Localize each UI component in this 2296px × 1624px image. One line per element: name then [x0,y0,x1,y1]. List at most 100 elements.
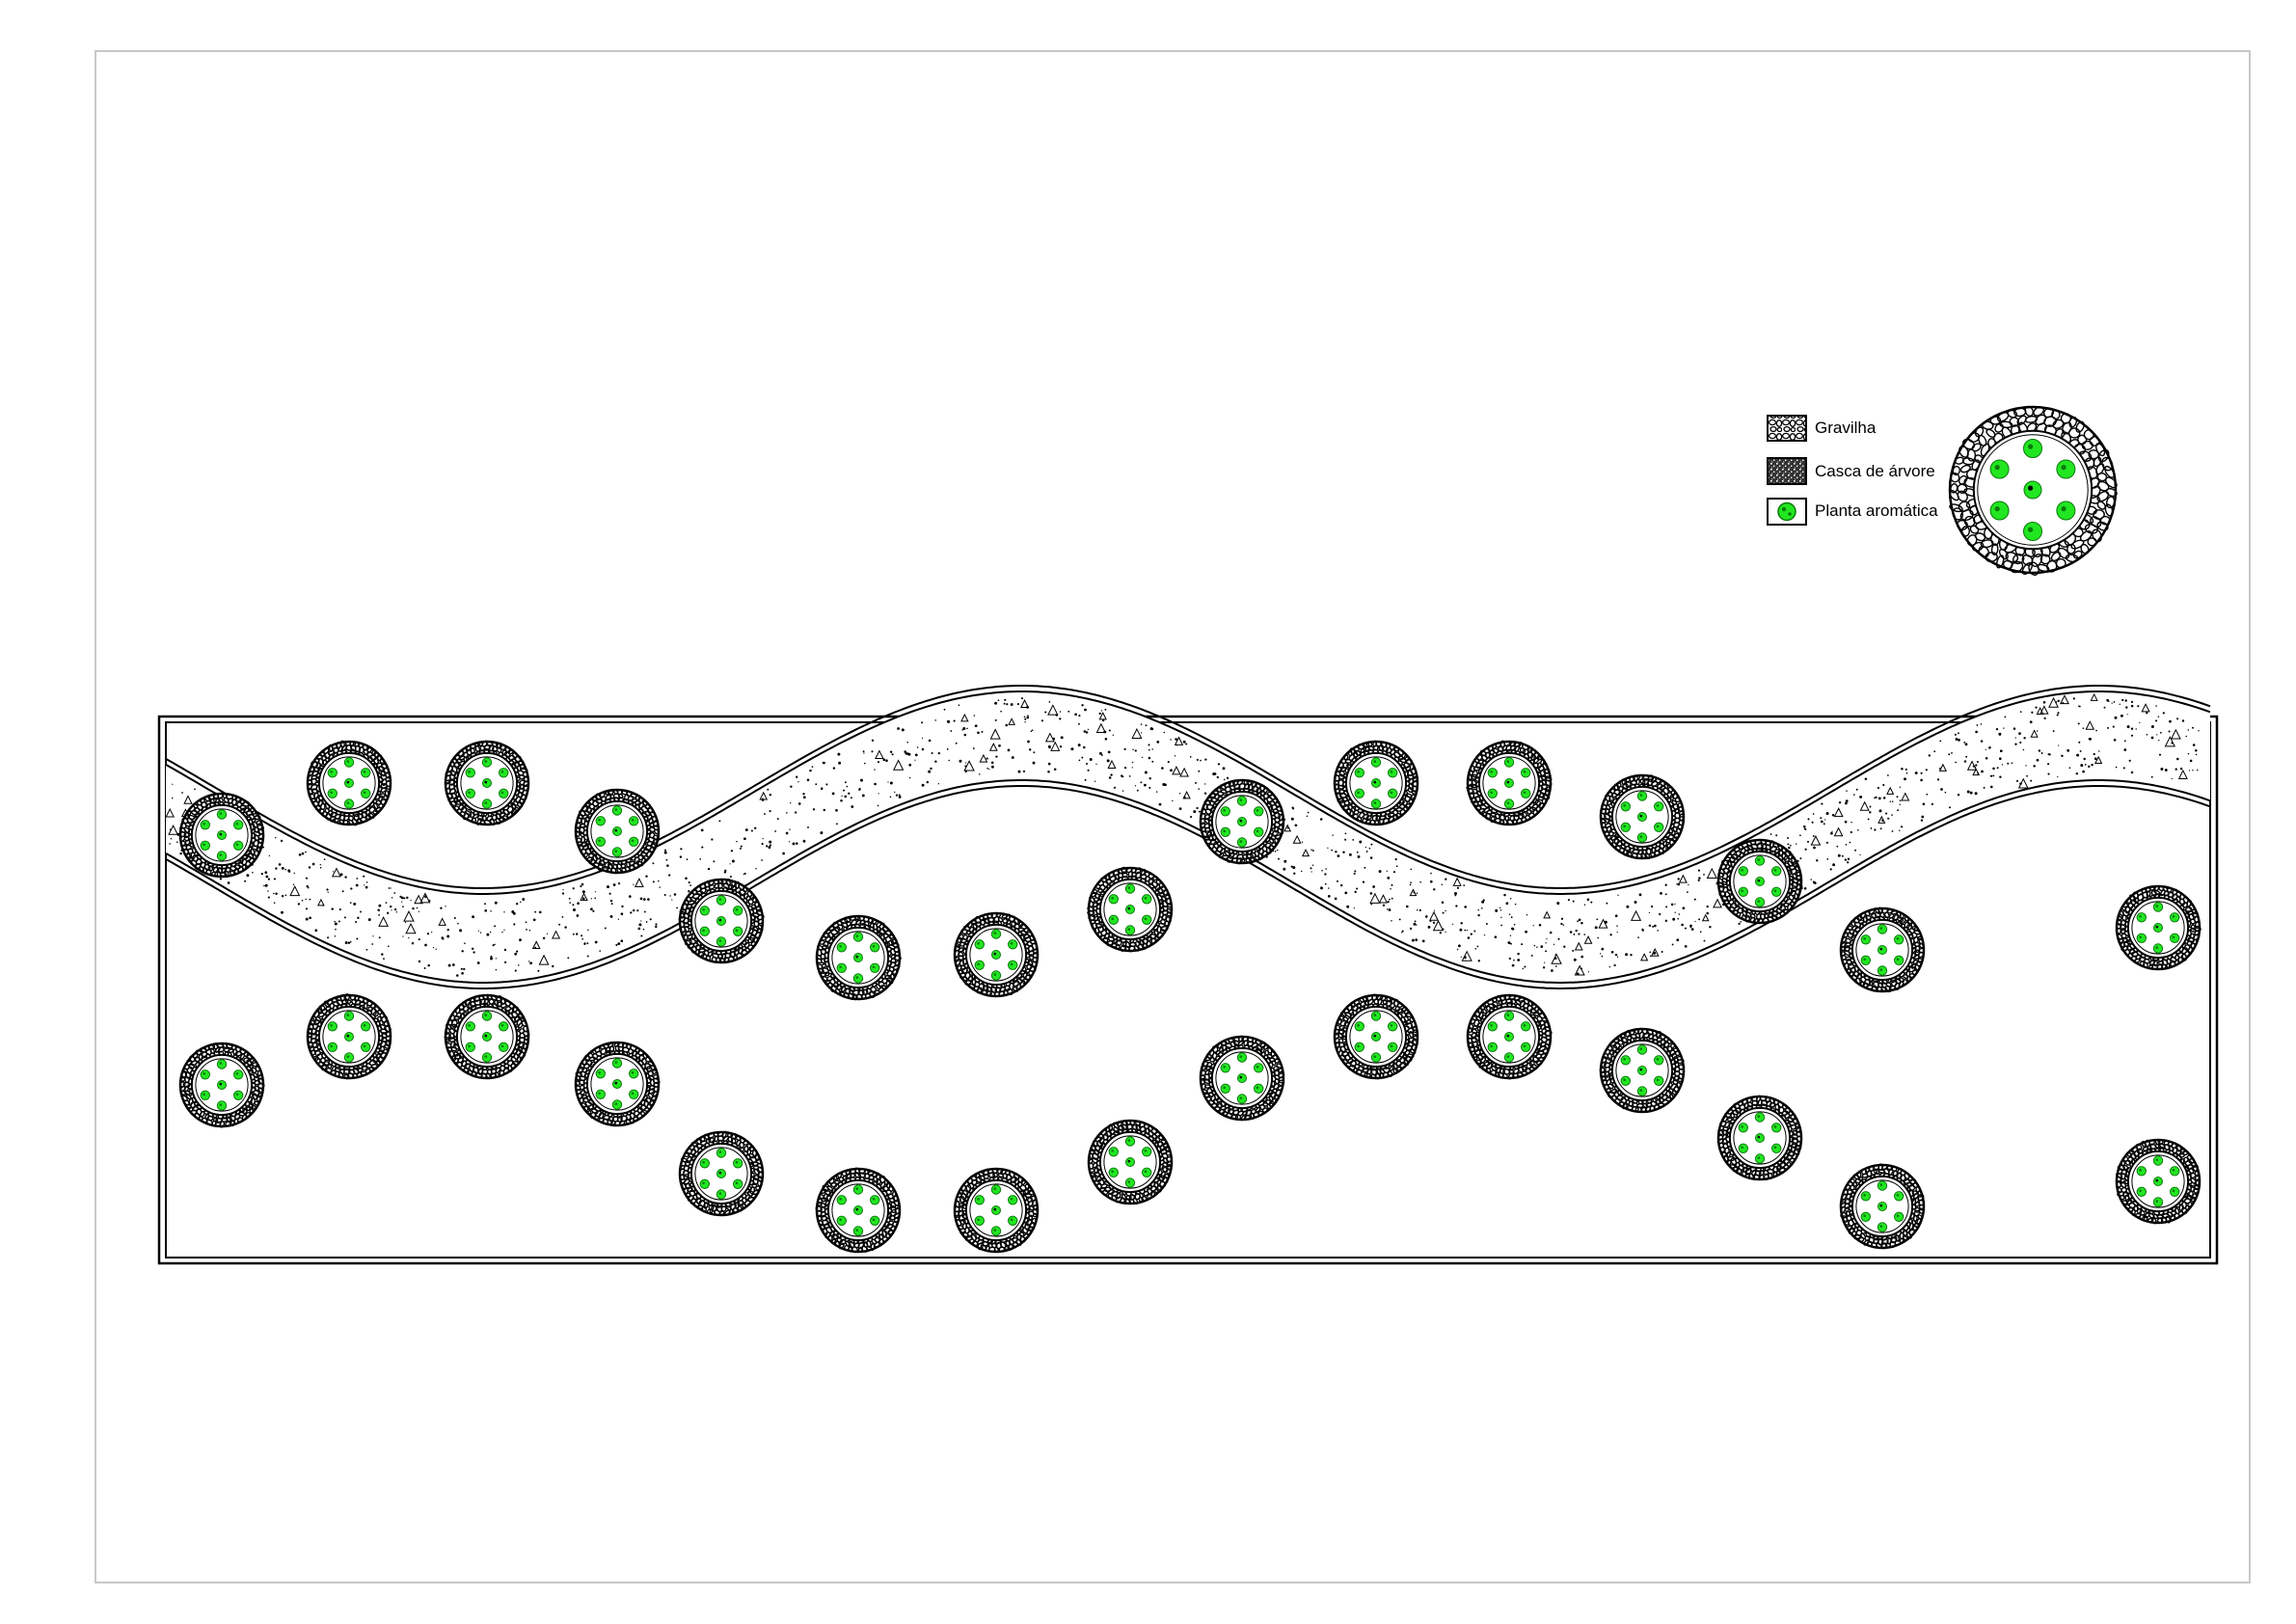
plant-icon [1008,960,1018,970]
plant-icon [1620,1075,1632,1087]
plant-icon [216,851,228,861]
path-edge-top [165,685,2211,889]
legend: Gravilha Casca de árvore Planta aromátic… [1767,405,2118,576]
plant-icon [1620,801,1632,812]
garden-inner-border [165,721,2211,1259]
plant-icon [1989,459,2010,479]
planter-icon [1199,1035,1285,1122]
plant-icon [361,768,371,778]
plant-icon [1738,886,1749,897]
plant-icon [1894,934,1904,945]
plant-icon [1254,806,1264,817]
plant-icon [1620,1055,1632,1066]
planter-icon [1333,993,1419,1080]
plant-icon [1142,914,1152,925]
plant-icon [853,1205,863,1215]
plant-icon [216,1100,228,1111]
planter-icon [1839,1163,1926,1250]
plant-icon [481,757,493,768]
plant-icon [1354,1021,1365,1032]
plant-icon [1654,801,1664,812]
plant-icon [482,778,492,788]
plant-icon [481,1011,493,1021]
plant-icon [699,1178,710,1190]
plant-icon [1771,886,1782,897]
plant-icon [1236,1094,1248,1104]
plant-icon [991,1205,1001,1215]
plant-icon [1220,826,1231,837]
plant-icon [629,816,639,826]
plant-icon [1503,1011,1515,1021]
legend-item-gravel: Gravilha [1767,415,1877,442]
plant-icon [1008,1215,1018,1227]
plant-icon [870,1195,880,1205]
planter-icon [678,1130,765,1217]
plant-icon [2170,1186,2180,1198]
plant-icon [1860,955,1872,965]
path-edge-top [165,690,2211,895]
plant-icon [499,788,509,798]
plant-icon [1124,883,1136,894]
plant-icon [1755,1133,1765,1143]
plant-icon [217,1080,227,1090]
plant-icon [699,926,710,936]
plant-icon [1636,791,1648,801]
plant-icon [344,1032,354,1042]
plant-icon [343,757,355,768]
planter-icon [178,1042,265,1128]
planter-icon [953,1167,1040,1254]
plant-icon [1877,1202,1887,1211]
plant-icon [1388,1042,1398,1053]
plant-icon [2056,459,2076,479]
plant-icon [990,1184,1002,1195]
plant-icon [852,973,864,984]
plant-icon [2153,1177,2163,1186]
plant-icon [870,942,880,953]
plant-icon [629,1069,639,1079]
planter-icon [2115,884,2201,971]
planter-icon [306,993,392,1080]
plant-icon [343,1052,355,1063]
planter-icon [1087,866,1174,953]
plant-icon [200,840,211,851]
planter-icon [1599,773,1686,860]
plant-icon [1860,1211,1872,1223]
plant-icon [1877,945,1887,955]
plant-icon [1487,1042,1499,1053]
plant-icon [343,1011,355,1021]
plant-icon [1636,832,1648,843]
gravel-path [165,685,2211,989]
plant-icon [200,1069,211,1080]
plant-icon [327,1021,338,1032]
plant-icon [1254,1083,1264,1095]
plant-icon [1124,1177,1136,1188]
plant-icon [499,1021,509,1032]
plant-icon [344,778,354,788]
plant-swatch-icon [1777,501,1796,522]
plant-icon [1370,1011,1382,1021]
plant-icon [1108,1167,1120,1178]
plant-icon [1503,1052,1515,1063]
planter-icon [444,993,530,1080]
plant-icon [1008,1195,1018,1205]
plant-icon [2153,923,2163,933]
plant-icon [361,788,371,798]
plant-icon [870,962,880,973]
plant-icon [612,826,622,836]
plant-icon [1125,905,1135,914]
plant-icon [465,1021,475,1032]
plant-icon [611,1099,623,1110]
plant-icon [1754,1112,1766,1123]
planter-icon [1716,838,1803,925]
plant-icon [481,798,493,809]
plant-icon [1771,1143,1782,1154]
plant-icon [465,1042,475,1053]
plant-icon [1487,768,1499,778]
planter-icon [1333,740,1419,826]
plant-icon [1894,1211,1904,1223]
plant-icon [1754,855,1766,866]
plant-icon [1521,1042,1531,1053]
plant-icon [852,1226,864,1236]
plant-icon [1771,866,1782,877]
